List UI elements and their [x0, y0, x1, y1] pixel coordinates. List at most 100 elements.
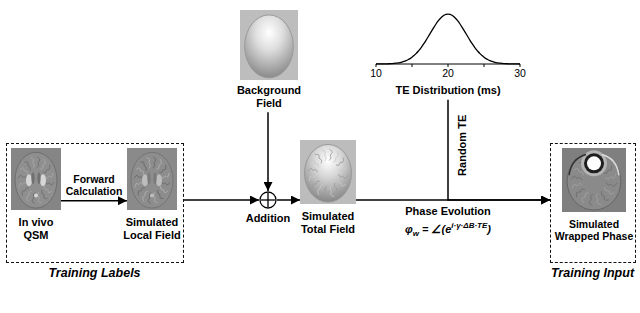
caption-area: Simulated Total Field [297, 210, 359, 235]
formula-part: w [413, 229, 419, 238]
gyrus-texture [309, 176, 318, 181]
ventricle [153, 172, 156, 184]
gyrus-texture [44, 186, 51, 193]
gyrus-texture [333, 151, 339, 161]
tick-label-area: 30 [514, 67, 526, 79]
background-field-image: Background Field [240, 10, 298, 80]
node-caption: Simulated Total Field [297, 210, 359, 235]
ventricle [31, 172, 34, 184]
node-caption: Addition [238, 212, 298, 225]
gyrus-texture [153, 157, 156, 168]
gyrus-texture [339, 174, 348, 178]
gyrus-texture [315, 154, 322, 163]
caption-area: Simulated Wrapped Phase [552, 218, 636, 242]
wrapped-phase-image: Simulated Wrapped Phase [562, 148, 626, 212]
phase-ring [584, 153, 604, 173]
formula-area: φw= ∠(ei·γ·ΔB·TE) [405, 221, 491, 238]
head-outline [245, 15, 294, 78]
gyrus-texture [337, 179, 345, 186]
gyrus-texture [601, 191, 608, 200]
sum-symbol-drawing [259, 191, 277, 209]
gyrus-texture [43, 165, 50, 173]
caption-area: In vivo QSM [5, 216, 67, 241]
edge-label-area: Forward Calculation [62, 173, 126, 197]
gyrus-texture [589, 194, 593, 205]
gyrus-texture [582, 193, 588, 203]
gyrus-texture [574, 168, 584, 175]
gyrus-texture [31, 158, 35, 169]
head-outline [304, 144, 351, 202]
gyrus-texture [136, 168, 143, 175]
sum-symbol: Addition [259, 191, 277, 209]
node-caption: Simulated Wrapped Phase [552, 218, 636, 242]
image-background [300, 140, 356, 204]
deep-gray-matter [26, 174, 32, 186]
formula-part: i·γ·ΔB·TE [451, 221, 487, 230]
tick-label-area: 10 [370, 67, 382, 79]
head-outline [567, 152, 621, 210]
gyrus-texture [330, 186, 334, 197]
edge-label-area: Phase Evolution [405, 205, 491, 218]
axis-tick-label: 10 [370, 67, 382, 79]
gyrus-texture [338, 166, 347, 171]
gyrus-texture [27, 191, 32, 201]
background-field-image-drawing [240, 10, 298, 80]
gyrus-texture [161, 181, 169, 185]
local-field-image: Simulated Local Field [127, 148, 177, 210]
qsm-image: In vivo QSM [11, 148, 61, 210]
gyrus-texture [134, 175, 142, 179]
gyrus-texture [143, 191, 148, 201]
group-title: Training Labels [20, 266, 170, 280]
phase-wrap-edge [602, 154, 619, 175]
gyrus-texture [37, 157, 40, 168]
gyrus-texture [154, 192, 158, 203]
gyrus-texture [147, 158, 151, 169]
dashed-group-box: Training LabelsIn vivo QSMSimulated Loca… [6, 143, 184, 263]
formula-part: φ [405, 223, 413, 235]
image-background [127, 148, 177, 210]
gyrus-texture [20, 168, 27, 175]
gyrus-texture [606, 182, 617, 186]
group-title: Training Input [543, 266, 640, 280]
gyrus-texture [19, 183, 27, 188]
node-caption: In vivo QSM [5, 216, 67, 241]
sum-cross [261, 199, 275, 200]
flow-arrow [277, 199, 300, 201]
gyrus-texture [334, 183, 341, 192]
edge-label: Random TE [456, 114, 469, 175]
flow-arrow [448, 100, 550, 200]
gyrus-texture [571, 176, 582, 180]
gyrus-texture [606, 174, 616, 179]
gyrus-texture [38, 192, 42, 203]
caption-area: TE Distribution (ms) [373, 84, 523, 97]
flow-arrow [61, 200, 127, 202]
gyrus-texture [576, 189, 584, 197]
wrapped-phase-image-drawing [562, 148, 626, 212]
formula-part: = ∠(e [422, 223, 451, 235]
axis-tick [484, 64, 485, 67]
local-field-image-drawing [127, 148, 177, 210]
axis-tick-label: 20 [442, 67, 454, 79]
gyrus-texture [140, 162, 146, 171]
formula-part: ) [487, 223, 491, 235]
edge-label: Forward Calculation [62, 173, 126, 197]
gyrus-texture [161, 173, 169, 178]
gyrus-texture [329, 149, 332, 160]
ventricle [147, 172, 150, 184]
gyrus-texture [45, 173, 53, 178]
deep-gray-matter [142, 174, 148, 186]
gyrus-texture [40, 159, 45, 169]
gyrus-texture [159, 165, 166, 173]
node-caption: Simulated Local Field [121, 216, 183, 241]
caption-area: Background Field [234, 84, 304, 109]
gyrus-texture [310, 160, 318, 167]
phase-ring [587, 156, 601, 170]
node-caption: Background Field [234, 84, 304, 109]
phase-wrap-edge [569, 154, 586, 175]
gyrus-texture [596, 194, 601, 205]
caption-area: Addition [238, 212, 298, 225]
caption-area: Training Labels [20, 266, 170, 280]
gyrus-texture [572, 184, 582, 189]
caption-area: Training Input [543, 266, 640, 280]
